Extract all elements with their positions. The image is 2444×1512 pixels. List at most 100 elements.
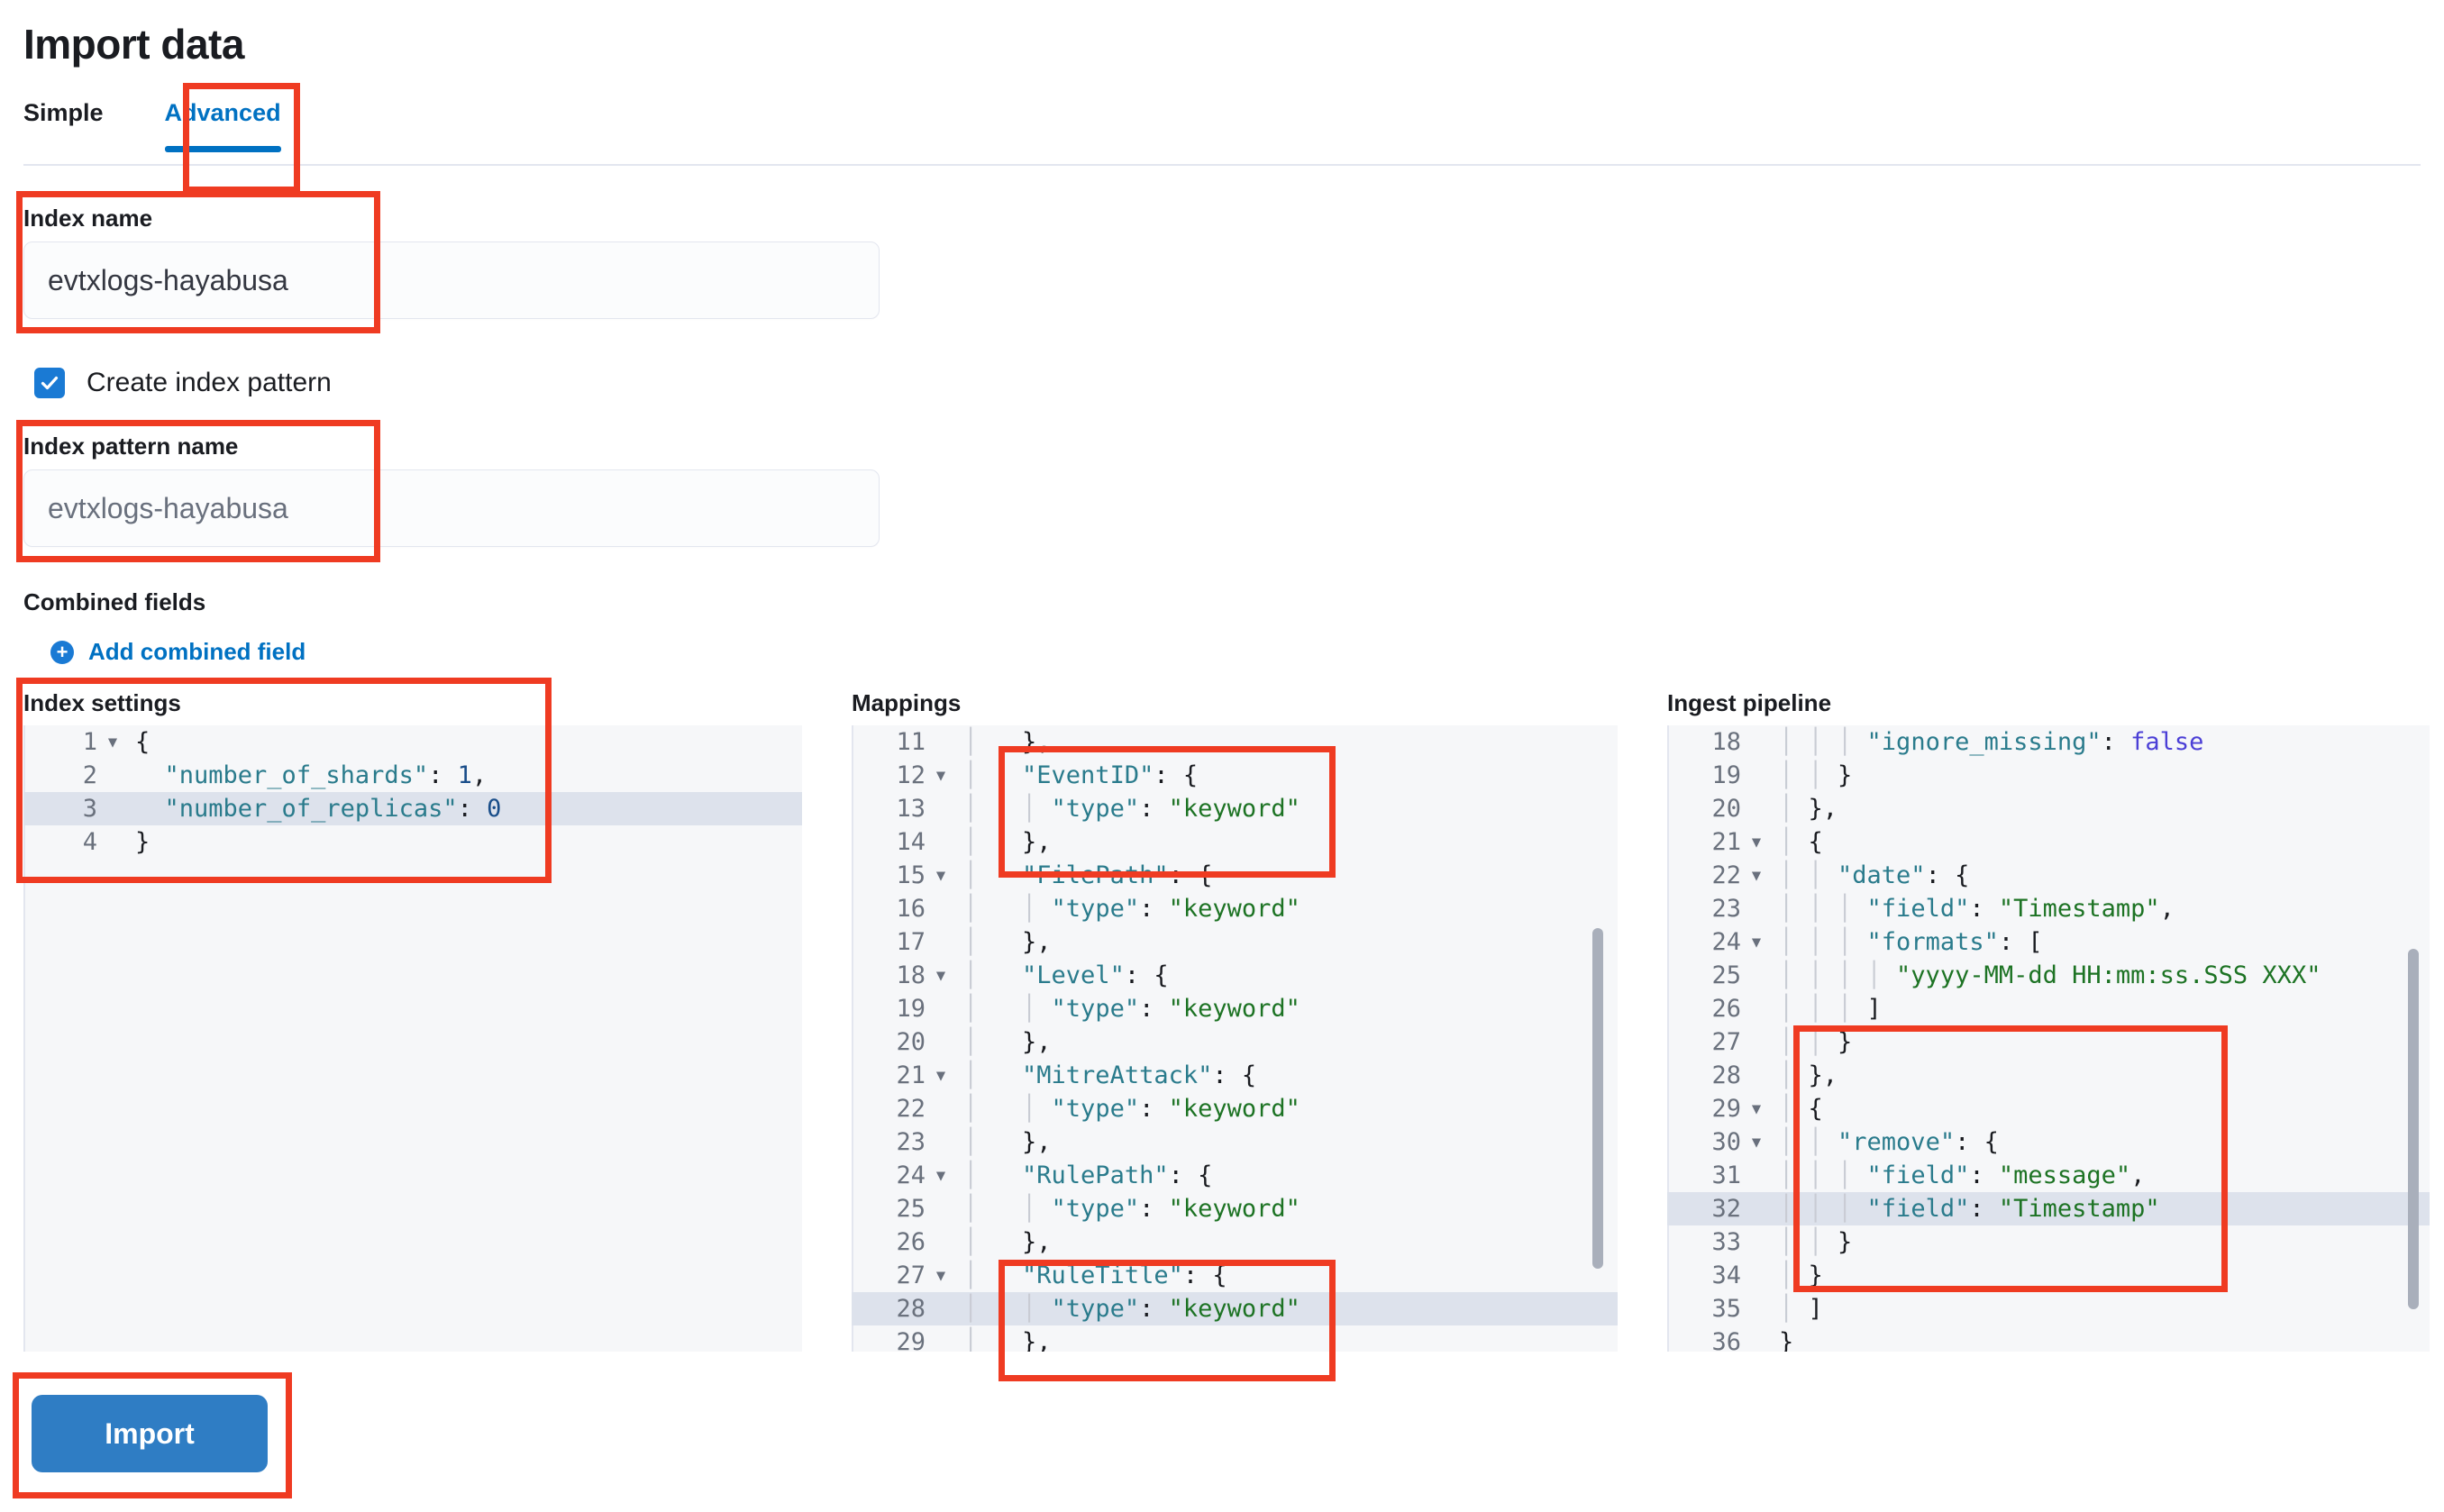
- tab-bar: Simple Advanced: [23, 99, 306, 152]
- fold-toggle-icon[interactable]: ▼: [1751, 833, 1762, 852]
- editor-line[interactable]: 18 │ │ │ "ignore_missing": false: [1667, 725, 2430, 759]
- editor-line[interactable]: 31│ │ │ "field": "message",: [1667, 1159, 2430, 1192]
- code-text: │ │ │ "field": "Timestamp": [1779, 1195, 2160, 1223]
- line-number: 24: [896, 1161, 926, 1189]
- fold-toggle-icon[interactable]: ▼: [935, 766, 946, 785]
- editor-line[interactable]: 15▼│ "FilePath": {: [852, 859, 1618, 892]
- fold-toggle-icon[interactable]: ▼: [107, 733, 118, 751]
- editor-line[interactable]: 19│ │ }: [1667, 759, 2430, 792]
- editor-line[interactable]: 35│ ]: [1667, 1292, 2430, 1325]
- line-number: 16: [896, 895, 926, 923]
- index-settings-editor-body[interactable]: 1▼{2 "number_of_shards": 1,3 "number_of_…: [23, 725, 802, 859]
- index-pattern-name-input[interactable]: evtxlogs-hayabusa: [23, 469, 880, 547]
- mappings-editor[interactable]: 11│ },12▼│ "EventID": {13│ │ "type": "ke…: [852, 725, 1618, 1352]
- fold-toggle-icon[interactable]: ▼: [1751, 933, 1762, 952]
- index-settings-editor[interactable]: 1▼{2 "number_of_shards": 1,3 "number_of_…: [23, 725, 802, 1352]
- editor-line[interactable]: 4}: [23, 825, 802, 859]
- editor-line[interactable]: 23│ },: [852, 1125, 1618, 1159]
- line-number: 35: [1711, 1295, 1741, 1323]
- fold-toggle-icon[interactable]: ▼: [1751, 866, 1762, 885]
- add-combined-field-button[interactable]: + Add combined field: [50, 638, 306, 666]
- create-index-pattern-label: Create index pattern: [87, 368, 332, 397]
- editor-line[interactable]: 26│ },: [852, 1225, 1618, 1259]
- fold-toggle-icon[interactable]: ▼: [1751, 1099, 1762, 1118]
- code-text: │ "RulePath": {: [963, 1161, 1213, 1189]
- fold-toggle-icon[interactable]: ▼: [935, 1266, 946, 1285]
- editor-line[interactable]: 16│ │ "type": "keyword": [852, 892, 1618, 925]
- editor-line[interactable]: 17│ },: [852, 925, 1618, 959]
- editor-line[interactable]: 24▼│ │ │ "formats": [: [1667, 925, 2430, 959]
- code-text: }: [135, 828, 150, 856]
- editor-line[interactable]: 29│ },: [852, 1325, 1618, 1352]
- code-text: │ {: [1779, 828, 1823, 856]
- line-number: 26: [896, 1228, 926, 1256]
- editor-line[interactable]: 27▼│ "RuleTitle": {: [852, 1259, 1618, 1292]
- editor-line[interactable]: 28│ │ "type": "keyword": [852, 1292, 1618, 1325]
- plus-circle-icon: +: [50, 640, 74, 664]
- line-number: 29: [1711, 1095, 1741, 1123]
- ingest-pipeline-scrollbar[interactable]: [2408, 949, 2419, 1309]
- fold-toggle-icon[interactable]: ▼: [935, 1166, 946, 1185]
- line-number: 19: [1711, 761, 1741, 789]
- code-text: │ │ │ ]: [1779, 995, 1882, 1023]
- editor-line[interactable]: 34│ }: [1667, 1259, 2430, 1292]
- editor-line[interactable]: 25│ │ │ │ "yyyy-MM-dd HH:mm:ss.SSS XXX": [1667, 959, 2430, 992]
- editor-line[interactable]: 20│ },: [1667, 792, 2430, 825]
- page-title: Import data: [23, 21, 244, 68]
- fold-toggle-icon[interactable]: ▼: [935, 866, 946, 885]
- editor-line[interactable]: 26│ │ │ ]: [1667, 992, 2430, 1025]
- code-text: │ │ "type": "keyword": [963, 1195, 1300, 1223]
- editor-line[interactable]: 12▼│ "EventID": {: [852, 759, 1618, 792]
- import-button[interactable]: Import: [32, 1395, 268, 1472]
- editor-line[interactable]: 23│ │ │ "field": "Timestamp",: [1667, 892, 2430, 925]
- index-name-input[interactable]: evtxlogs-hayabusa: [23, 241, 880, 319]
- editor-line[interactable]: 29▼│ {: [1667, 1092, 2430, 1125]
- code-text: │ │ │ "ignore_missing": false: [1779, 728, 2204, 756]
- editor-line[interactable]: 27│ │ }: [1667, 1025, 2430, 1059]
- ingest-pipeline-title: Ingest pipeline: [1667, 689, 1832, 716]
- code-text: │ │ }: [1779, 1028, 1853, 1056]
- editor-line[interactable]: 33│ │ }: [1667, 1225, 2430, 1259]
- editor-line[interactable]: 25 │ │ "type": "keyword": [852, 1192, 1618, 1225]
- editor-line[interactable]: 19│ │ "type": "keyword": [852, 992, 1618, 1025]
- editor-line[interactable]: 22▼│ │ "date": {: [1667, 859, 2430, 892]
- code-text: │ },: [963, 728, 1052, 756]
- editor-line[interactable]: 32│ │ │ "field": "Timestamp": [1667, 1192, 2430, 1225]
- tab-simple[interactable]: Simple: [23, 99, 104, 126]
- mappings-editor-body[interactable]: 11│ },12▼│ "EventID": {13│ │ "type": "ke…: [852, 725, 1618, 1352]
- line-number: 18: [1711, 728, 1741, 756]
- tab-divider: [23, 164, 2421, 166]
- line-number: 20: [896, 1028, 926, 1056]
- code-text: │ },: [1779, 1061, 1838, 1089]
- fold-toggle-icon[interactable]: ▼: [935, 1066, 946, 1085]
- editor-line[interactable]: 2 "number_of_shards": 1,: [23, 759, 802, 792]
- editor-line[interactable]: 28│ },: [1667, 1059, 2430, 1092]
- editor-line[interactable]: 20│ },: [852, 1025, 1618, 1059]
- editor-line[interactable]: 13│ │ "type": "keyword": [852, 792, 1618, 825]
- editor-line[interactable]: 18▼│ "Level": {: [852, 959, 1618, 992]
- editor-line[interactable]: 21▼│ {: [1667, 825, 2430, 859]
- tab-advanced[interactable]: Advanced: [140, 99, 306, 152]
- editor-line[interactable]: 1▼{: [23, 725, 802, 759]
- code-text: │ │ │ "field": "message",: [1779, 1161, 2146, 1189]
- code-text: │ │ │ "field": "Timestamp",: [1779, 895, 2175, 923]
- editor-line[interactable]: 22│ │ "type": "keyword": [852, 1092, 1618, 1125]
- create-index-pattern-checkbox[interactable]: [34, 368, 65, 398]
- line-number: 25: [896, 1195, 926, 1223]
- editor-left-rule: [23, 725, 25, 1352]
- code-text: │ "MitreAttack": {: [963, 1061, 1257, 1089]
- fold-toggle-icon[interactable]: ▼: [935, 966, 946, 985]
- create-index-pattern-row[interactable]: Create index pattern: [34, 368, 332, 398]
- editor-line[interactable]: 30▼│ │ "remove": {: [1667, 1125, 2430, 1159]
- fold-toggle-icon[interactable]: ▼: [1751, 1133, 1762, 1152]
- editor-line[interactable]: 11│ },: [852, 725, 1618, 759]
- editor-line[interactable]: 3 "number_of_replicas": 0: [23, 792, 802, 825]
- editor-line[interactable]: 36}: [1667, 1325, 2430, 1352]
- mappings-scrollbar[interactable]: [1592, 928, 1603, 1269]
- editor-line[interactable]: 21▼│ "MitreAttack": {: [852, 1059, 1618, 1092]
- editor-line[interactable]: 24 ▼ │ "RulePath": {: [852, 1159, 1618, 1192]
- editor-line[interactable]: 14│ },: [852, 825, 1618, 859]
- code-text: │ │ "type": "keyword": [963, 1095, 1300, 1123]
